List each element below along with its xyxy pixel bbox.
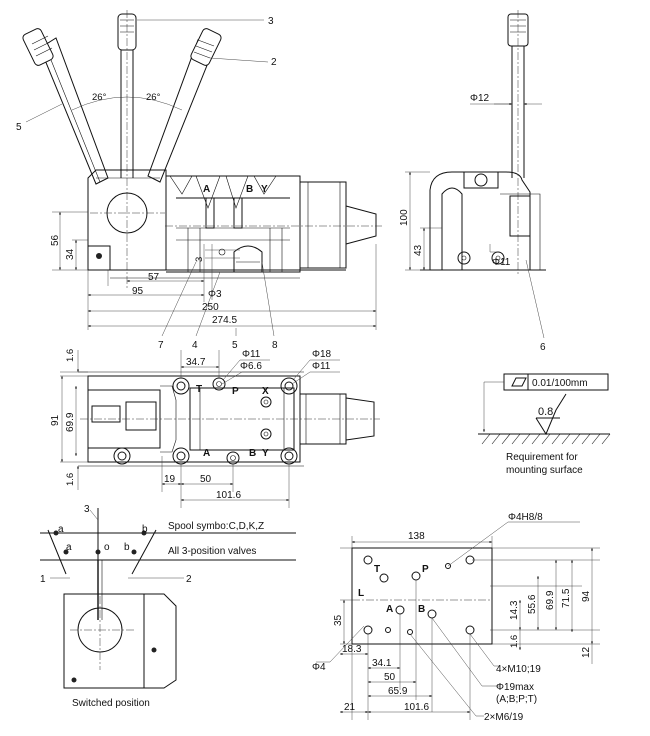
dim-55-6: 55.6 (527, 594, 538, 614)
dim-21: 21 (344, 702, 356, 713)
flatness-requirement: 0.01/100mm 0.8 Requirement for mounting … (478, 373, 611, 476)
callout-7: 7 (158, 340, 164, 351)
top-port-a: A (203, 448, 210, 459)
dim-101-6-mount: 101.6 (404, 702, 429, 713)
dim-phi18: Φ18 (312, 349, 332, 360)
label-a-inner: a (66, 542, 72, 553)
dim-50: 50 (200, 474, 212, 485)
dim-101-6: 101.6 (216, 490, 241, 501)
dim-19: 19 (164, 474, 176, 485)
pos-callout-2: 2 (186, 574, 192, 585)
lever-center (117, 10, 137, 290)
front-view: 26° 26° A B Y 5 (16, 10, 382, 351)
dim-100: 100 (399, 209, 410, 226)
dim-34: 34 (65, 248, 76, 260)
port-a-label: A (203, 184, 210, 195)
callout-5b: 5 (232, 340, 238, 351)
dim-69-9-mount: 69.9 (545, 590, 556, 610)
dim-91: 91 (50, 414, 61, 426)
switched-position-caption: Switched position (72, 698, 150, 709)
mount-port-p: P (422, 564, 429, 575)
dim-phi4: Φ4 (312, 662, 326, 673)
callout-3: 3 (268, 16, 274, 27)
dim-71-5: 71.5 (561, 588, 572, 608)
mount-port-a: A (386, 604, 393, 615)
dim-1-6-bottom: 1.6 (65, 473, 76, 486)
note-m6: 2×M6/19 (484, 712, 524, 723)
dim-65-9: 65.9 (388, 686, 408, 697)
callout-8: 8 (272, 340, 278, 351)
label-b-inner: b (124, 542, 130, 553)
pos-callout-3: 3 (84, 504, 90, 515)
dim-138: 138 (408, 531, 425, 542)
port-b-label: B (246, 184, 253, 195)
switched-position-view: Spool symbo:C,D,K,Z All 3-position valve… (40, 504, 296, 709)
dim-phi12: Φ12 (470, 93, 490, 104)
dim-1-6-top: 1.6 (65, 349, 76, 362)
dim-57: 57 (148, 272, 160, 283)
top-port-y: Y (262, 448, 269, 459)
top-port-b: B (249, 448, 256, 459)
side-dim-phi11: Φ11 (492, 257, 511, 268)
callout-6: 6 (540, 342, 546, 353)
dim-35: 35 (333, 614, 344, 626)
callout-2: 2 (271, 57, 277, 68)
top-port-p: P (232, 386, 239, 397)
side-view: Φ12 100 43 Φ11 6 (399, 10, 546, 353)
dim-phi6-6: Φ6.6 (240, 361, 262, 372)
label-b-right: b (142, 524, 148, 535)
lever-right (147, 28, 222, 183)
top-port-x: X (262, 386, 269, 397)
spool-symbols-label: Spool symbo:C,D,K,Z (168, 521, 264, 532)
dim-250: 250 (202, 302, 219, 313)
lever-left (22, 28, 109, 185)
label-o: o (104, 542, 110, 553)
callout-5: 5 (16, 122, 22, 133)
dim-50-mount: 50 (384, 672, 396, 683)
three-position-label: All 3-position valves (168, 546, 256, 557)
dim-94: 94 (581, 590, 592, 602)
mount-port-b: B (418, 604, 425, 615)
dim-12: 12 (581, 646, 592, 658)
dim-3: 3 (194, 257, 205, 262)
dim-274-5: 274.5 (212, 315, 237, 326)
dim-1-6-mount: 1.6 (509, 635, 520, 648)
dim-34-1: 34.1 (372, 658, 392, 669)
dim-phi3: Φ3 (208, 289, 222, 300)
callout-4: 4 (192, 340, 198, 351)
angle-right-label: 26° (146, 92, 161, 103)
note-ports: (A;B;P;T) (496, 694, 537, 705)
mount-port-l: L (358, 588, 364, 599)
mounting-caption-2: mounting surface (506, 465, 583, 476)
dim-43: 43 (413, 244, 424, 256)
roughness-value: 0.8 (538, 406, 553, 418)
mount-port-t: T (374, 564, 380, 575)
mounting-surface-view: T P L A B Φ4H8/8 138 35 14.3 55.6 69.9 7… (312, 512, 600, 723)
dim-phi11-top: Φ11 (242, 349, 261, 360)
dim-34-7: 34.7 (186, 357, 206, 368)
top-port-t: T (196, 384, 202, 395)
mounting-caption-1: Requirement for (506, 452, 578, 463)
dim-phi11-b: Φ11 (312, 361, 331, 372)
dim-95: 95 (132, 286, 144, 297)
port-y-label: Y (261, 184, 268, 195)
pos-callout-1: 1 (40, 574, 46, 585)
dim-56: 56 (50, 234, 61, 246)
dim-14-3: 14.3 (509, 600, 520, 620)
top-view: T P X A B Y 1.6 91 69.9 1.6 34.7 Φ11 Φ6.… (50, 349, 380, 508)
flatness-tolerance: 0.01/100mm (532, 378, 588, 389)
dim-phi4h8: Φ4H8/8 (508, 512, 543, 523)
mounting-holes (363, 555, 475, 635)
dim-69-9: 69.9 (65, 412, 76, 432)
angle-left-label: 26° (92, 92, 107, 103)
dim-18-3: 18.3 (342, 644, 362, 655)
note-m10: 4×M10;19 (496, 664, 541, 675)
label-a-left: a (58, 524, 64, 535)
note-phi19: Φ19max (496, 682, 534, 693)
